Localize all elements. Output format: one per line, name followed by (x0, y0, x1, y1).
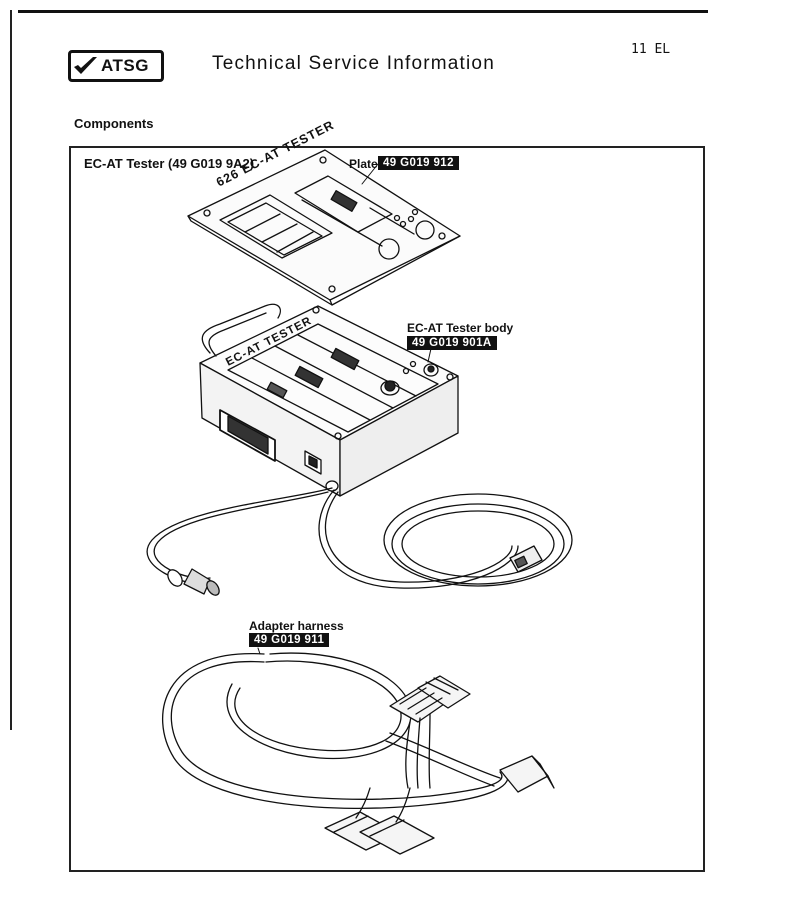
plate-label: Plate (349, 157, 378, 171)
plate-part-number: 49 G019 912 (378, 156, 459, 170)
logo-text: ATSG (101, 56, 149, 75)
plate-drawing (187, 149, 461, 306)
header-title: Technical Service Information (212, 53, 495, 74)
figure-title: EC-AT Tester (49 G019 9A2) (84, 156, 255, 171)
page-number: 11 EL (631, 42, 671, 57)
checkmark-icon (74, 57, 97, 74)
section-heading: Components (74, 116, 154, 131)
atsg-logo: ATSG (68, 50, 164, 82)
adapter-harness-label: Adapter harness (249, 619, 344, 633)
adapter-harness-part-number: 49 G019 911 (249, 633, 330, 647)
figure-frame (69, 146, 705, 872)
tester-cables (146, 487, 573, 596)
tester-body-drawing (199, 303, 459, 497)
tester-body-label: EC-AT Tester body (407, 321, 514, 335)
tester-illustration (146, 149, 573, 855)
tester-body-part-number: 49 G019 901A (407, 336, 497, 350)
binding-edge (10, 10, 12, 730)
adapter-harness-drawing (161, 652, 555, 855)
header-rule (18, 10, 708, 13)
